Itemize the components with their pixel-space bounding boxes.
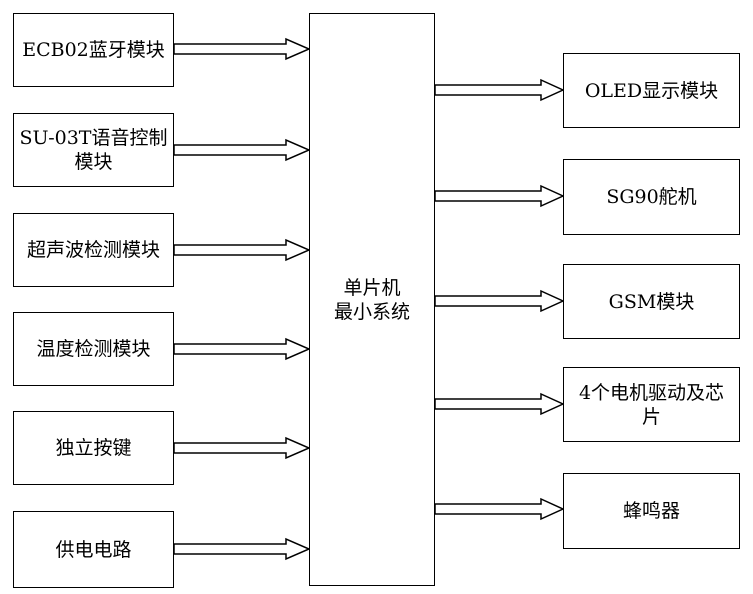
arrow-ecb02-to-mcu: [173, 37, 311, 61]
input-label: 供电电路: [55, 538, 132, 561]
arrow-su03t-to-mcu: [173, 138, 311, 162]
output-label: GSM模块: [608, 290, 695, 313]
arrow-temperature-to-mcu: [173, 337, 311, 361]
output-box-motor-driver: 4个电机驱动及芯片: [563, 367, 740, 442]
output-label: 4个电机驱动及芯片: [578, 381, 725, 428]
input-label: ECB02蓝牙模块: [22, 39, 165, 61]
arrow-mcu-to-oled: [434, 78, 565, 102]
arrow-power-to-mcu: [173, 537, 311, 561]
input-box-temperature: 温度检测模块: [13, 312, 174, 386]
arrow-mcu-to-gsm: [434, 289, 565, 313]
output-box-buzzer: 蜂鸣器: [563, 473, 740, 549]
output-label: 蜂鸣器: [622, 500, 680, 522]
input-box-su03t-voice: SU-03T语音控制模块: [13, 113, 174, 187]
input-label: 独立按键: [55, 437, 132, 459]
input-box-ecb02-bluetooth: ECB02蓝牙模块: [13, 13, 174, 87]
output-box-oled-display: OLED显示模块: [563, 53, 740, 128]
output-label: OLED显示模块: [584, 79, 719, 102]
input-box-ultrasonic: 超声波检测模块: [13, 213, 174, 287]
input-box-independent-keys: 独立按键: [13, 411, 174, 485]
output-label: SG90舵机: [606, 186, 697, 208]
input-label: 超声波检测模块: [26, 239, 160, 261]
input-label: SU-03T语音控制模块: [19, 127, 168, 173]
arrow-ultrasonic-to-mcu: [173, 238, 311, 262]
output-box-sg90-servo: SG90舵机: [563, 159, 740, 235]
arrow-keys-to-mcu: [173, 436, 311, 460]
mcu-label-line2: 最小系统: [333, 300, 410, 323]
input-box-power-supply: 供电电路: [13, 511, 174, 588]
arrow-mcu-to-buzzer: [434, 497, 565, 521]
arrow-mcu-to-sg90: [434, 184, 565, 208]
mcu-minimum-system-box: 单片机 最小系统: [309, 13, 435, 586]
mcu-label-line1: 单片机: [343, 276, 401, 299]
input-label: 温度检测模块: [36, 338, 151, 360]
arrow-mcu-to-motor-driver: [434, 392, 565, 416]
output-box-gsm: GSM模块: [563, 264, 740, 339]
